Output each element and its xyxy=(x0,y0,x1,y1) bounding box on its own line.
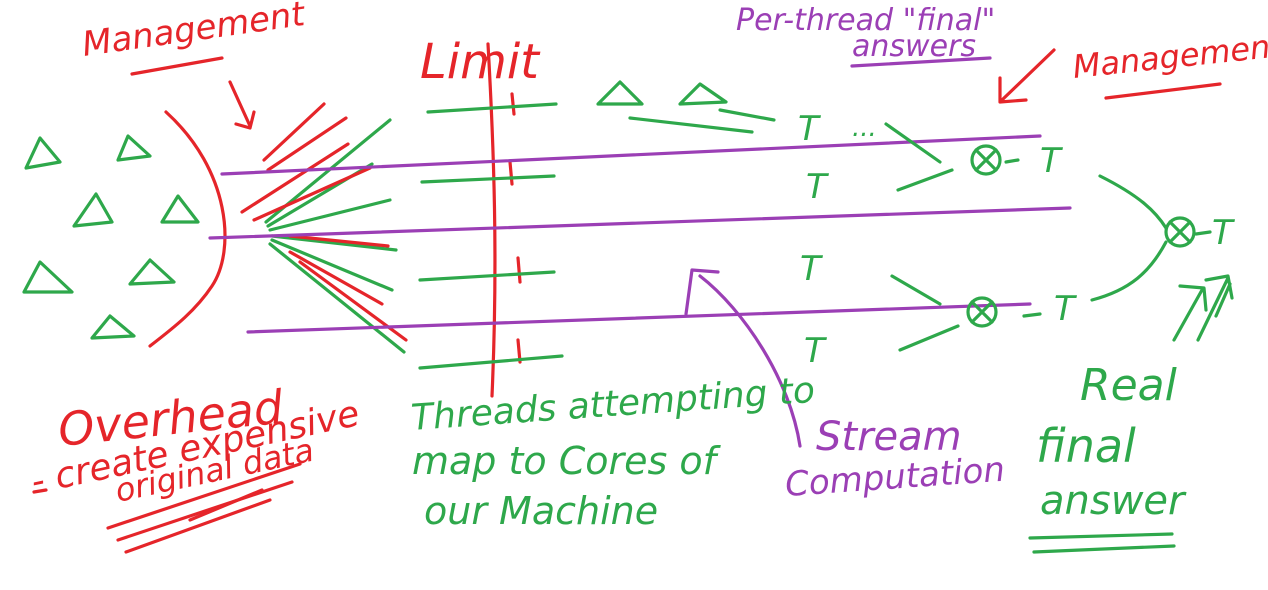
thread-result-marker: T xyxy=(1054,289,1077,329)
thread-lines xyxy=(418,102,564,370)
thread-line xyxy=(420,174,556,184)
real-final-answer-underline xyxy=(1028,532,1176,554)
thread-marker: T xyxy=(806,167,829,207)
top-triangles xyxy=(596,80,776,134)
final-result-marker: T xyxy=(1212,213,1235,253)
real-final-label-line2: final xyxy=(1036,419,1136,473)
thread-markers: T ... T T T T T T xyxy=(798,109,1235,371)
combine-connectors xyxy=(884,122,1212,352)
management-right-label: Management xyxy=(1071,26,1268,86)
data-triangle xyxy=(678,82,728,106)
threads-label-line3: our Machine xyxy=(424,489,658,533)
thread-marker: T xyxy=(800,249,823,289)
thread-result-marker: T xyxy=(1040,141,1063,181)
stream-line xyxy=(246,302,1032,334)
fan-green-lines xyxy=(264,118,406,354)
thread-line xyxy=(418,270,556,282)
stream-computation-arrow xyxy=(684,268,802,448)
management-left-underline xyxy=(130,56,224,76)
data-triangle xyxy=(128,258,176,286)
threads-label-line1: Threads attempting to xyxy=(410,370,816,439)
data-triangle xyxy=(24,136,62,170)
final-answer-arrows xyxy=(1172,274,1234,342)
thread-line xyxy=(426,102,558,114)
combine-node-final xyxy=(1164,216,1196,248)
data-triangle xyxy=(160,194,200,224)
thread-line xyxy=(418,354,564,370)
combine-node-lower xyxy=(966,296,998,328)
stream-line xyxy=(220,134,1042,176)
management-arrow xyxy=(228,80,256,130)
threads-label-line2: map to Cores of xyxy=(412,439,722,483)
data-triangle xyxy=(596,80,644,106)
combine-nodes xyxy=(966,144,1196,328)
per-thread-label-line2: answers xyxy=(852,29,976,64)
data-triangle xyxy=(22,260,74,294)
data-triangle xyxy=(90,314,136,340)
data-triangle xyxy=(116,134,152,162)
thread-marker: T xyxy=(798,109,821,149)
per-thread-underline xyxy=(850,56,992,68)
overhead-scribble xyxy=(32,462,302,554)
stream-label-line1: Stream xyxy=(816,414,962,460)
stream-line xyxy=(208,206,1072,240)
limit-line xyxy=(486,42,497,398)
real-final-label-line1: Real xyxy=(1080,360,1178,411)
real-final-label-line3: answer xyxy=(1040,478,1187,524)
data-triangle xyxy=(72,192,114,228)
management-boundary-curve xyxy=(148,110,227,348)
thread-marker: T xyxy=(804,331,827,371)
management-left-label: Management xyxy=(80,0,309,65)
stream-lines xyxy=(208,134,1072,334)
thread-ellipsis: ... xyxy=(852,113,877,143)
management-right-underline xyxy=(1104,82,1222,100)
limit-label: Limit xyxy=(420,34,541,90)
management-right-arrow xyxy=(998,48,1056,104)
per-thread-label-line1: Per-thread "final" xyxy=(736,3,995,38)
combine-node-upper xyxy=(970,144,1002,176)
data-triangles xyxy=(22,134,200,340)
